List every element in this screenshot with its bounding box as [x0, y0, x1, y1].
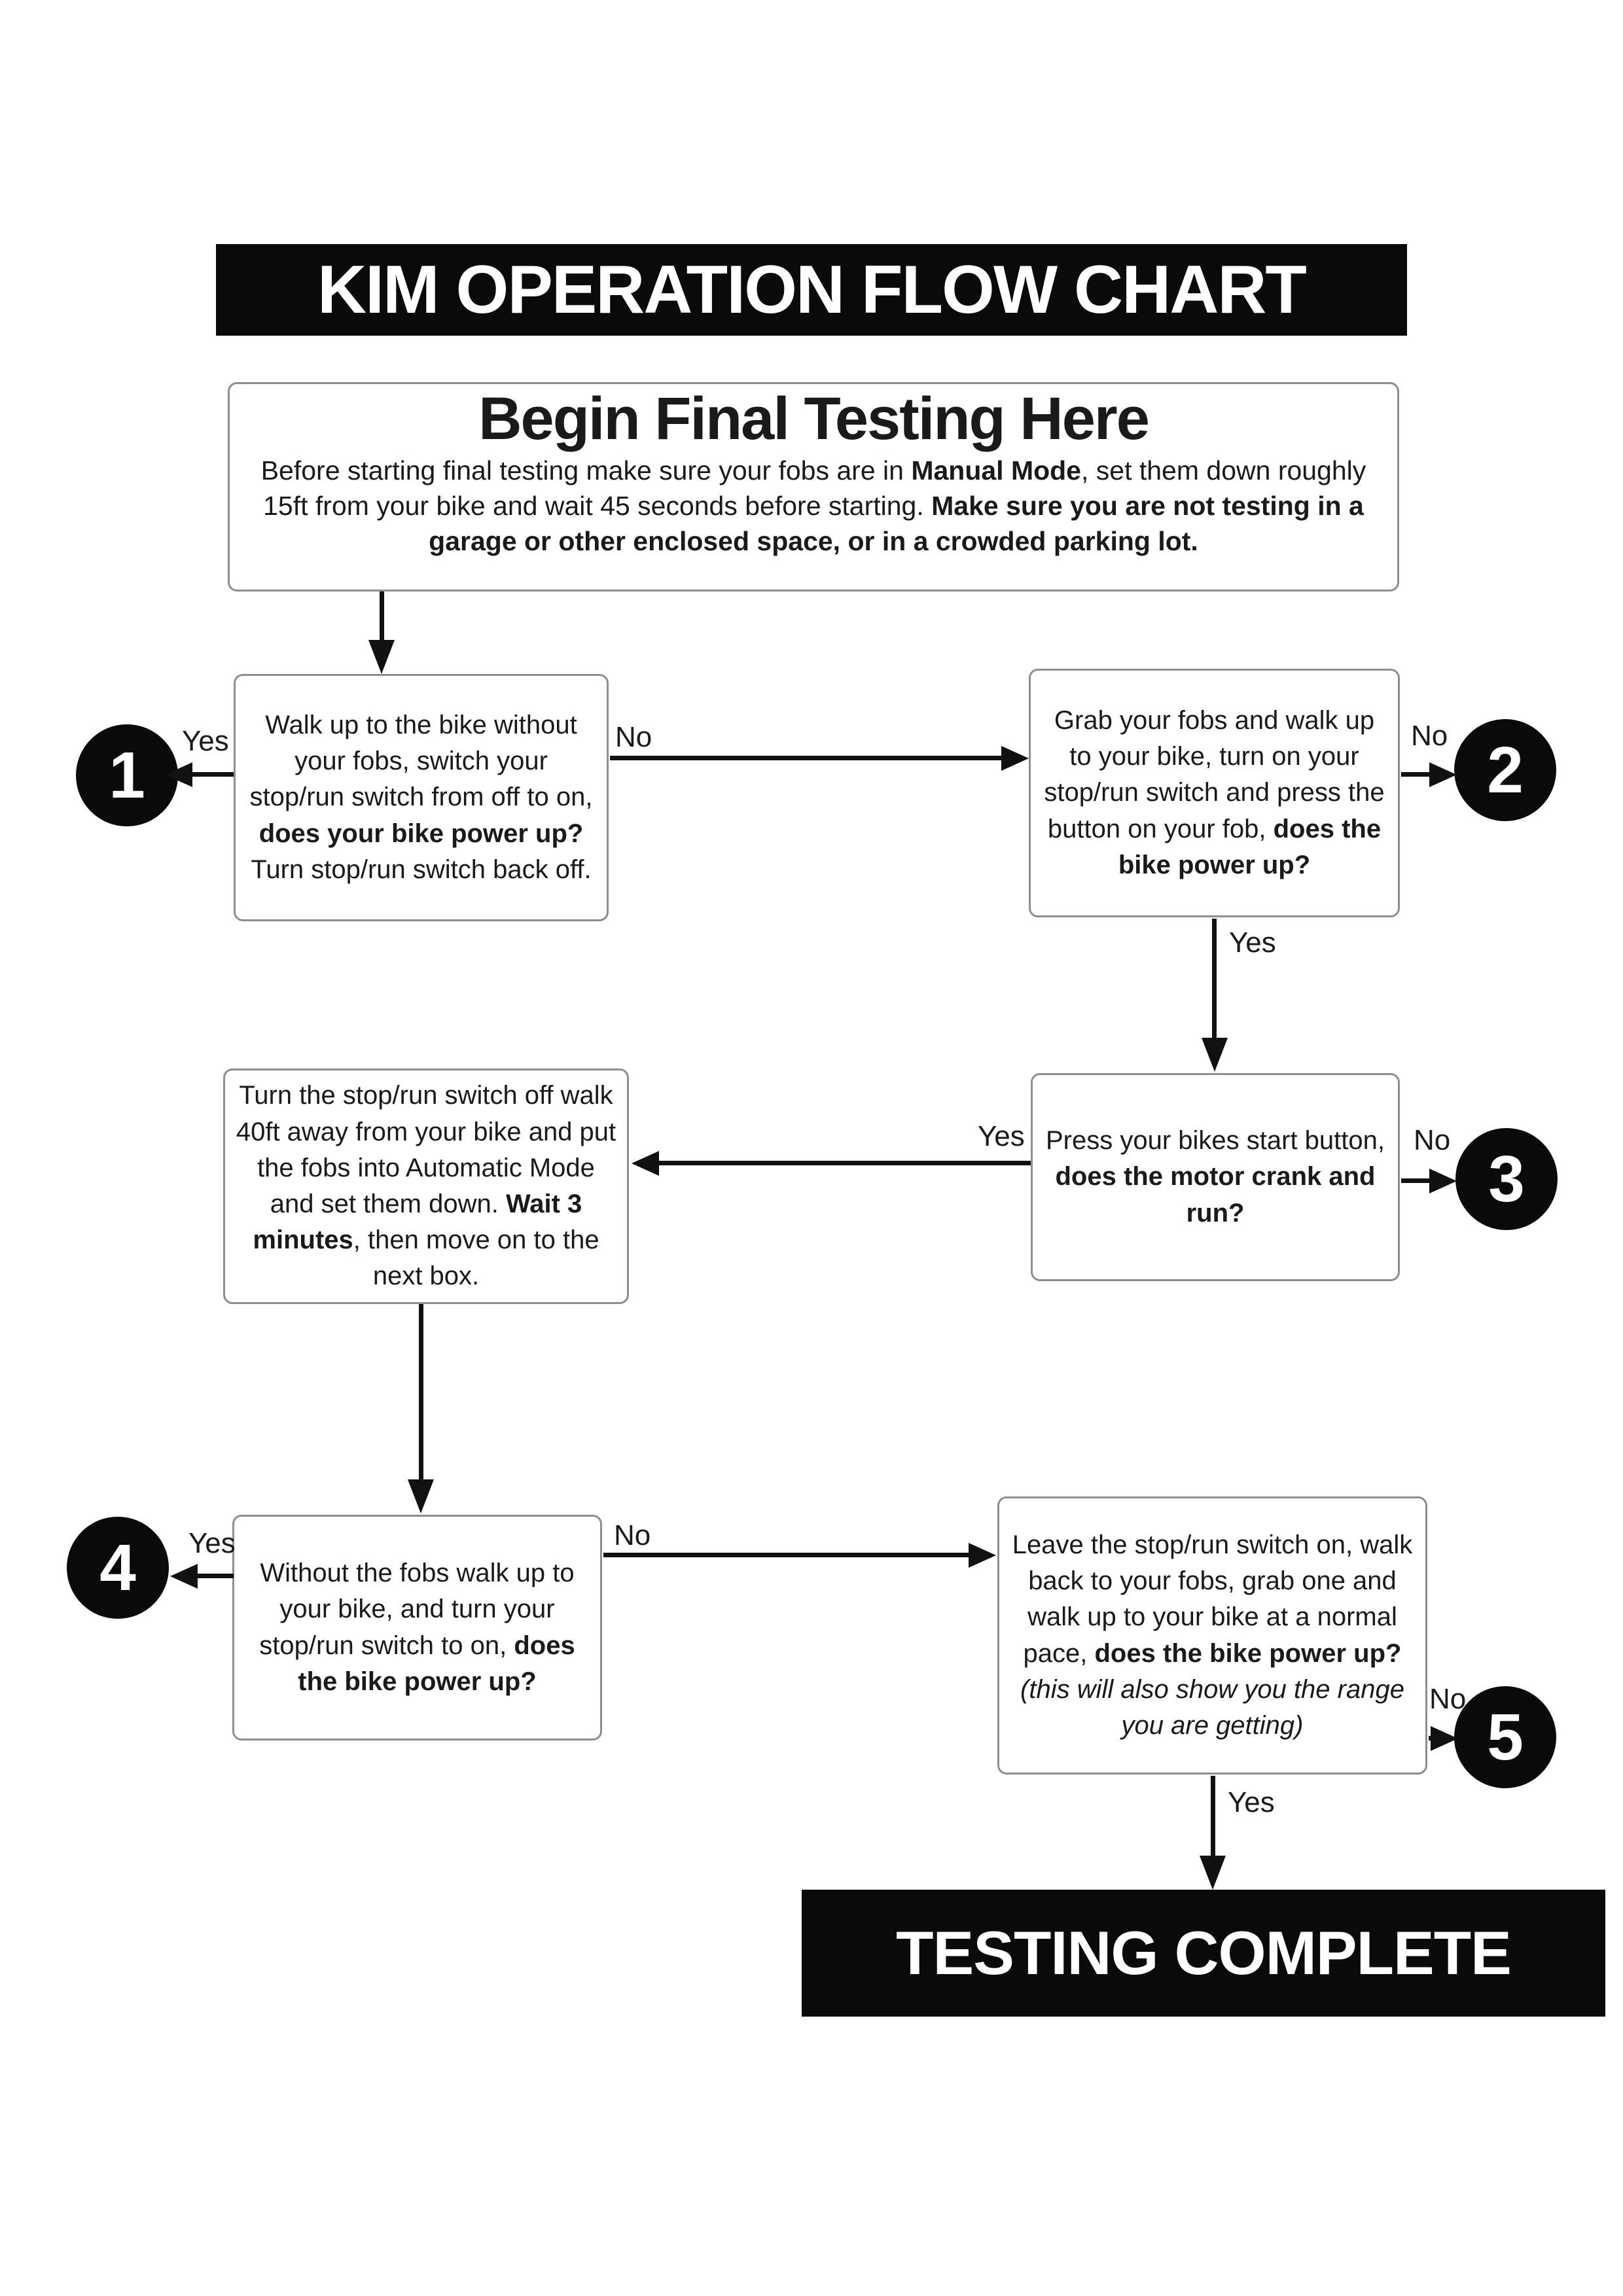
edge-label-yes: Yes — [1228, 1786, 1275, 1818]
start-box-body: Before starting final testing make sure … — [260, 455, 1366, 557]
edge-label-no: No — [1429, 1683, 1467, 1715]
arrow-q1-to-q2 — [610, 756, 1004, 760]
node-text: Walk up to the bike without your fobs, s… — [249, 711, 593, 884]
arrow-q5-to-badge4 — [194, 1574, 234, 1578]
arrowhead-right-icon — [1429, 1169, 1457, 1193]
node-begin-final-testing: Begin Final Testing Here Before starting… — [228, 382, 1399, 592]
node-switch-off-walk-40ft: Turn the stop/run switch off walk 40ft a… — [223, 1069, 629, 1304]
badge-5: 5 — [1454, 1686, 1556, 1788]
arrow-q5-to-q6 — [603, 1553, 971, 1557]
edge-label-no: No — [614, 1519, 651, 1551]
banner-testing-complete: TESTING COMPLETE — [802, 1890, 1605, 2017]
arrow-q3-to-q5 — [419, 1304, 423, 1479]
edge-label-no: No — [1411, 720, 1448, 752]
edge-label-yes: Yes — [1229, 927, 1276, 959]
badge-2: 2 — [1454, 719, 1556, 821]
arrow-q2-to-q4 — [1212, 919, 1217, 1039]
edge-label-no: No — [1414, 1124, 1451, 1156]
page-title: KIM OPERATION FLOW CHART — [216, 244, 1407, 336]
arrowhead-right-icon — [1001, 746, 1029, 771]
node-without-fobs-walk-up: Without the fobs walk up to your bike, a… — [232, 1515, 602, 1740]
node-walk-up-without-fobs: Walk up to the bike without your fobs, s… — [234, 674, 609, 921]
arrow-q1-to-badge1 — [188, 772, 234, 777]
arrowhead-down-icon — [1200, 1856, 1226, 1890]
arrowhead-left-icon — [632, 1151, 659, 1176]
arrowhead-down-icon — [1202, 1038, 1228, 1072]
arrow-q6-to-complete — [1211, 1776, 1215, 1856]
node-press-start-button: Press your bikes start button, does the … — [1031, 1073, 1400, 1281]
node-text: Grab your fobs and walk up to your bike,… — [1044, 706, 1385, 879]
edge-label-yes: Yes — [182, 725, 229, 757]
arrowhead-left-icon — [170, 1564, 198, 1589]
arrowhead-right-icon — [969, 1543, 996, 1568]
badge-4: 4 — [67, 1517, 169, 1619]
edge-label-yes: Yes — [188, 1527, 236, 1559]
node-grab-fobs-walk-up: Grab your fobs and walk up to your bike,… — [1029, 669, 1400, 917]
arrowhead-down-icon — [408, 1479, 434, 1513]
arrowhead-right-icon — [1431, 1726, 1458, 1751]
arrowhead-right-icon — [1429, 762, 1457, 787]
badge-3: 3 — [1455, 1128, 1558, 1230]
badge-1: 1 — [76, 724, 178, 826]
arrow-start-to-q1 — [380, 592, 384, 643]
edge-label-no: No — [615, 721, 652, 753]
arrow-q2-to-badge2 — [1401, 772, 1433, 777]
start-box-heading: Begin Final Testing Here — [478, 385, 1150, 452]
edge-label-yes: Yes — [978, 1120, 1025, 1152]
arrowhead-down-icon — [368, 640, 395, 674]
arrowhead-left-icon — [165, 762, 192, 787]
node-text: Press your bikes start button, does the … — [1045, 1126, 1385, 1227]
node-text: Leave the stop/run switch on, walk back … — [1012, 1530, 1413, 1740]
node-text: Without the fobs walk up to your bike, a… — [259, 1559, 575, 1696]
node-text: Turn the stop/run switch off walk 40ft a… — [236, 1081, 616, 1291]
arrow-q4-to-badge3 — [1401, 1178, 1433, 1183]
arrow-q4-to-q3 — [656, 1161, 1031, 1165]
node-leave-switch-on: Leave the stop/run switch on, walk back … — [997, 1496, 1427, 1775]
